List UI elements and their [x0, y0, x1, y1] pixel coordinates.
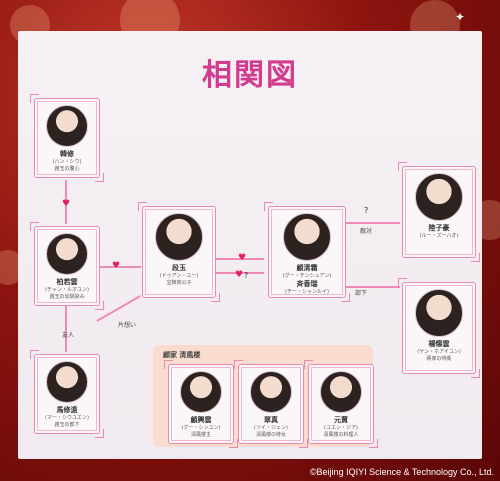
character-desc: 宝飾商公子: [166, 280, 192, 286]
character-reading: (ツイ・ジェン): [254, 425, 288, 431]
avatar: [320, 371, 362, 413]
character-card[interactable]: 顧興雲 (グー・シンユン) 清風楼主: [164, 360, 238, 448]
character-desc: 謝玉の腹心: [54, 166, 80, 172]
heart-icon: ♥: [235, 270, 244, 280]
character-name: 翠真: [264, 416, 278, 424]
character-reading: (ドゥアン・ユー): [159, 273, 199, 279]
character-card[interactable]: 元賈 (ユエン・ジア) 清風楼の料理人: [304, 360, 378, 448]
character-reading: (チャン・ルオユン): [45, 287, 89, 293]
character-reading: (マー・シウユエン): [45, 415, 89, 421]
character-desc: 謝玉の幼馴染み: [49, 294, 85, 300]
connector-line: [216, 258, 264, 260]
relation-exlove: 片想い: [118, 322, 137, 329]
character-reading: (ルー・ズーハオ): [419, 233, 459, 239]
character-card[interactable]: 馬修遠 (マー・シウユエン) 謝玉の部下: [30, 350, 104, 438]
character-desc: 蔣家の侍衛: [426, 356, 452, 362]
character-card[interactable]: 韓修 (ハン・シウ) 謝玉の腹心: [30, 94, 104, 182]
connector-line: [65, 300, 67, 352]
connector-line: [97, 266, 141, 268]
character-name: 顧興雲: [190, 416, 212, 424]
heart-icon: ♥: [62, 199, 71, 209]
avatar: [415, 173, 463, 221]
avatar: [46, 361, 88, 403]
character-desc: 清風楼の料理人: [323, 432, 359, 438]
relation-friend: 友人: [62, 332, 75, 339]
avatar: [155, 213, 203, 261]
page-title: 相関図: [202, 58, 298, 93]
connector-line: [65, 180, 67, 224]
character-name: 柏若雲: [56, 278, 78, 286]
character-desc: 清風楼の侍女: [255, 432, 286, 438]
character-reading: (グー・チンシュアン): [282, 273, 332, 279]
avatar: [46, 105, 88, 147]
avatar: [46, 233, 88, 275]
character-name: 陸子豪: [428, 224, 450, 232]
avatar: [415, 289, 463, 337]
character-reading: (ヤン・ホアイユン): [417, 349, 461, 355]
character-name: 元賈: [334, 416, 348, 424]
copyright-notice: ©Beijing IQIYI Science & Technology Co.,…: [309, 467, 494, 477]
character-name: 馬修遠: [56, 406, 78, 414]
avatar: [283, 213, 331, 261]
heart-icon: ♥: [112, 261, 121, 271]
connector-line: [216, 272, 264, 274]
character-card[interactable]: 翠真 (ツイ・ジェン) 清風楼の侍女: [234, 360, 308, 448]
character-card[interactable]: 段玉 (ドゥアン・ユー) 宝飾商公子: [138, 202, 220, 302]
avatar: [180, 371, 222, 413]
character-reading: (グー・シンユン): [181, 425, 221, 431]
character-card[interactable]: 顧清霜 (グー・チンシュアン) 斉香瑞 (チー・シャンルイ): [264, 202, 350, 302]
question-mark: ?: [364, 206, 369, 215]
connector-line: [344, 286, 400, 288]
character-name: 顧清霜: [296, 264, 318, 272]
group-label: 顧家 清風楼: [163, 351, 201, 359]
sparkle-icon: ✦: [455, 10, 466, 24]
character-reading: (ハン・シウ): [52, 159, 82, 165]
character-reading-alt: (チー・シャンルイ): [285, 289, 329, 295]
character-card[interactable]: 楊懐雲 (ヤン・ホアイユン) 蔣家の侍衛: [398, 278, 480, 378]
heart-icon: ♥: [238, 253, 247, 263]
relation-enemy: 敵対: [360, 228, 373, 235]
avatar: [250, 371, 292, 413]
character-name: 段玉: [172, 264, 186, 272]
character-card[interactable]: 柏若雲 (チャン・ルオユン) 謝玉の幼馴染み: [30, 222, 104, 310]
character-name-alt: 斉香瑞: [296, 280, 318, 288]
connector-line: [344, 222, 400, 224]
character-desc: 清風楼主: [190, 432, 211, 438]
character-name: 韓修: [60, 150, 74, 158]
character-desc: 謝玉の部下: [54, 422, 80, 428]
character-name: 楊懐雲: [428, 340, 450, 348]
relation-subordinate: 部下: [355, 290, 368, 297]
character-card[interactable]: 陸子豪 (ルー・ズーハオ): [398, 162, 480, 262]
question-mark: ?: [244, 271, 249, 280]
character-reading: (ユエン・ジア): [324, 425, 358, 431]
